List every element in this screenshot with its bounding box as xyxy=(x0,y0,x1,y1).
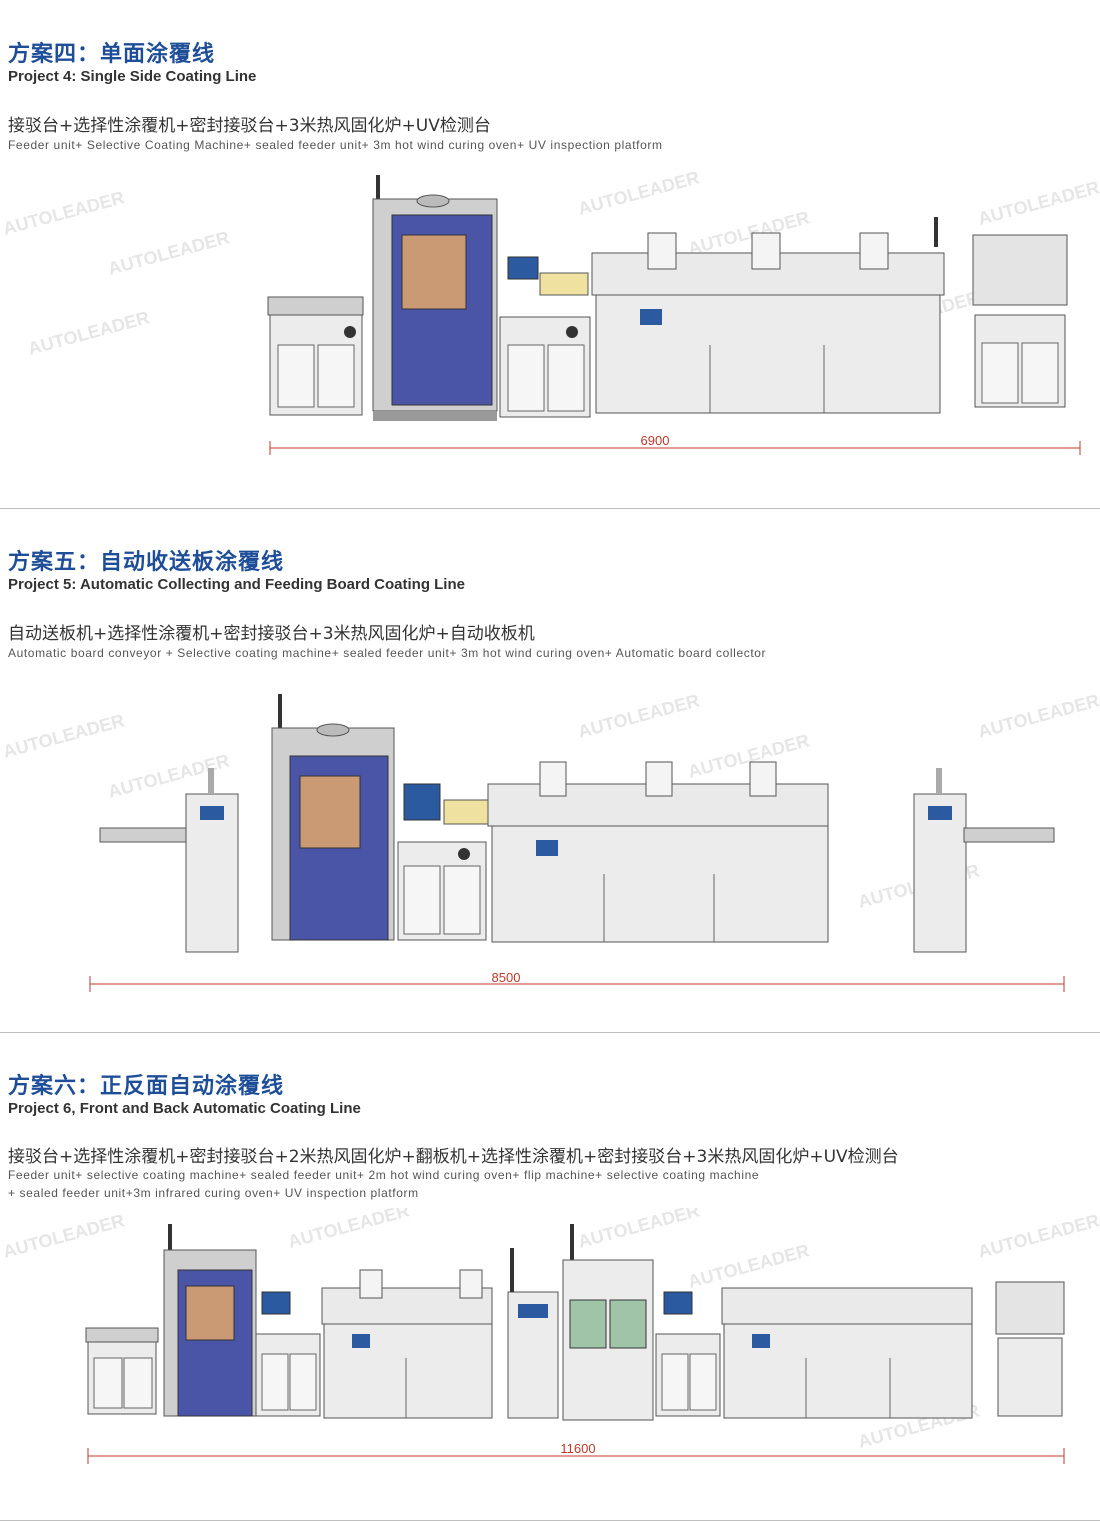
section-title-en: Project 6, Front and Back Automatic Coat… xyxy=(8,1100,361,1117)
dimension-label: 8500 xyxy=(492,970,521,985)
curing-oven xyxy=(591,232,945,414)
coating-line-diagram: AUTOLEADER AUTOLEADER AUTOLEADER AUTOLEA… xyxy=(1,1208,1100,1464)
feeder-unit xyxy=(267,296,364,416)
watermark-text: AUTOLEADER xyxy=(106,227,232,279)
watermark-text: AUTOLEADER xyxy=(576,690,702,742)
curing-oven xyxy=(321,1269,493,1419)
selective-coating-machine xyxy=(562,1224,654,1421)
watermark-text: AUTOLEADER xyxy=(976,177,1100,229)
dimension-line: 8500 xyxy=(89,970,1065,992)
curing-oven xyxy=(487,761,829,943)
watermark-text: AUTOLEADER xyxy=(976,1210,1100,1262)
section-divider xyxy=(0,508,1100,509)
selective-coating-machine xyxy=(372,175,498,421)
curing-oven xyxy=(721,1287,973,1419)
section-description-cn: 接驳台+选择性涂覆机+密封接驳台+2米热风固化炉+翻板机+选择性涂覆机+密封接驳… xyxy=(8,1147,899,1167)
section-title-en: Project 5: Automatic Collecting and Feed… xyxy=(8,576,465,593)
watermark-text: AUTOLEADER xyxy=(576,167,702,219)
watermark-text: AUTOLEADER xyxy=(686,207,812,259)
selective-coating-machine xyxy=(163,1224,257,1417)
sealed-feeder-unit xyxy=(655,1291,721,1417)
section-description-en: Automatic board conveyor + Selective coa… xyxy=(8,646,767,660)
watermark-text: AUTOLEADER xyxy=(1,187,127,239)
automatic-board-collector xyxy=(913,768,1055,953)
section-project-6: 方案六：正反面自动涂覆线 Project 6, Front and Back A… xyxy=(0,1034,1100,1522)
section-title-cn: 方案五：自动收送板涂覆线 xyxy=(8,550,285,575)
section-project-5: 方案五：自动收送板涂覆线 Project 5: Automatic Collec… xyxy=(0,510,1100,1034)
feeder-unit xyxy=(85,1327,159,1415)
watermark-text: AUTOLEADER xyxy=(286,1208,412,1252)
section-divider xyxy=(0,1032,1100,1033)
section-title-en: Project 4: Single Side Coating Line xyxy=(8,68,257,85)
watermark-text: AUTOLEADER xyxy=(686,1240,812,1292)
dimension-line: 6900 xyxy=(269,433,1081,455)
uv-inspection-platform xyxy=(934,217,1068,408)
selective-coating-machine xyxy=(271,694,395,941)
section-description-en-line2: + sealed feeder unit+3m infrared curing … xyxy=(8,1186,419,1200)
sealed-feeder-unit xyxy=(255,1291,321,1417)
watermark-text: AUTOLEADER xyxy=(26,307,152,359)
dimension-label: 6900 xyxy=(641,433,670,448)
section-description-cn: 自动送板机+选择性涂覆机+密封接驳台+3米热风固化炉+自动收板机 xyxy=(8,624,535,644)
coating-line-diagram: AUTOLEADER AUTOLEADER AUTOLEADER AUTOLEA… xyxy=(1,167,1100,455)
section-description-en-line1: Feeder unit+ selective coating machine+ … xyxy=(8,1168,760,1182)
uv-inspection-platform xyxy=(995,1281,1065,1417)
coating-line-diagram: AUTOLEADER AUTOLEADER AUTOLEADER AUTOLEA… xyxy=(1,690,1100,992)
watermark-text: AUTOLEADER xyxy=(1,1210,127,1262)
sealed-feeder-unit xyxy=(499,256,591,418)
dimension-label: 11600 xyxy=(560,1441,595,1456)
flip-machine xyxy=(507,1248,559,1419)
dimension-line: 11600 xyxy=(87,1441,1065,1464)
watermark-text: AUTOLEADER xyxy=(576,1208,702,1252)
section-description-cn: 接驳台+选择性涂覆机+密封接驳台+3米热风固化炉+UV检测台 xyxy=(8,116,491,136)
watermark-text: AUTOLEADER xyxy=(1,710,127,762)
section-title-cn: 方案四：单面涂覆线 xyxy=(8,42,216,67)
watermark-text: AUTOLEADER xyxy=(686,730,812,782)
watermark-text: AUTOLEADER xyxy=(976,690,1100,742)
sealed-feeder-unit xyxy=(397,783,489,941)
section-title-cn: 方案六：正反面自动涂覆线 xyxy=(8,1074,285,1099)
section-description-en: Feeder unit+ Selective Coating Machine+ … xyxy=(8,138,663,152)
automatic-board-conveyor xyxy=(99,768,239,953)
section-project-4: 方案四：单面涂覆线 Project 4: Single Side Coating… xyxy=(0,0,1100,510)
section-divider xyxy=(0,1520,1100,1521)
